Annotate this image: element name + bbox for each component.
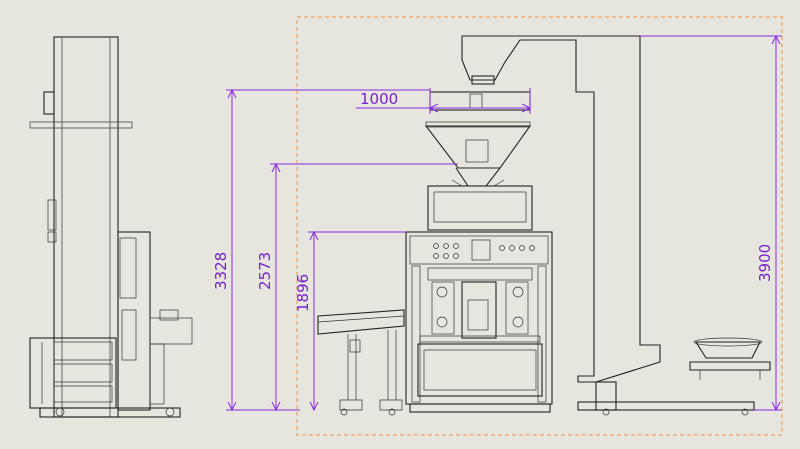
dim-height-3328: 3328 — [212, 252, 230, 290]
dim-height-2573: 2573 — [256, 252, 274, 290]
multihead-weigher — [424, 91, 533, 231]
dim-height-3900: 3900 — [756, 244, 774, 282]
dim-height-1896: 1896 — [294, 274, 312, 312]
side-view — [29, 36, 193, 418]
output-conveyor — [317, 309, 405, 416]
boundary-frame — [296, 16, 783, 436]
bucket-elevator — [461, 35, 771, 416]
dim-width-1000: 1000 — [360, 90, 398, 108]
dimension-lines — [226, 34, 782, 412]
packing-machine — [405, 231, 553, 413]
